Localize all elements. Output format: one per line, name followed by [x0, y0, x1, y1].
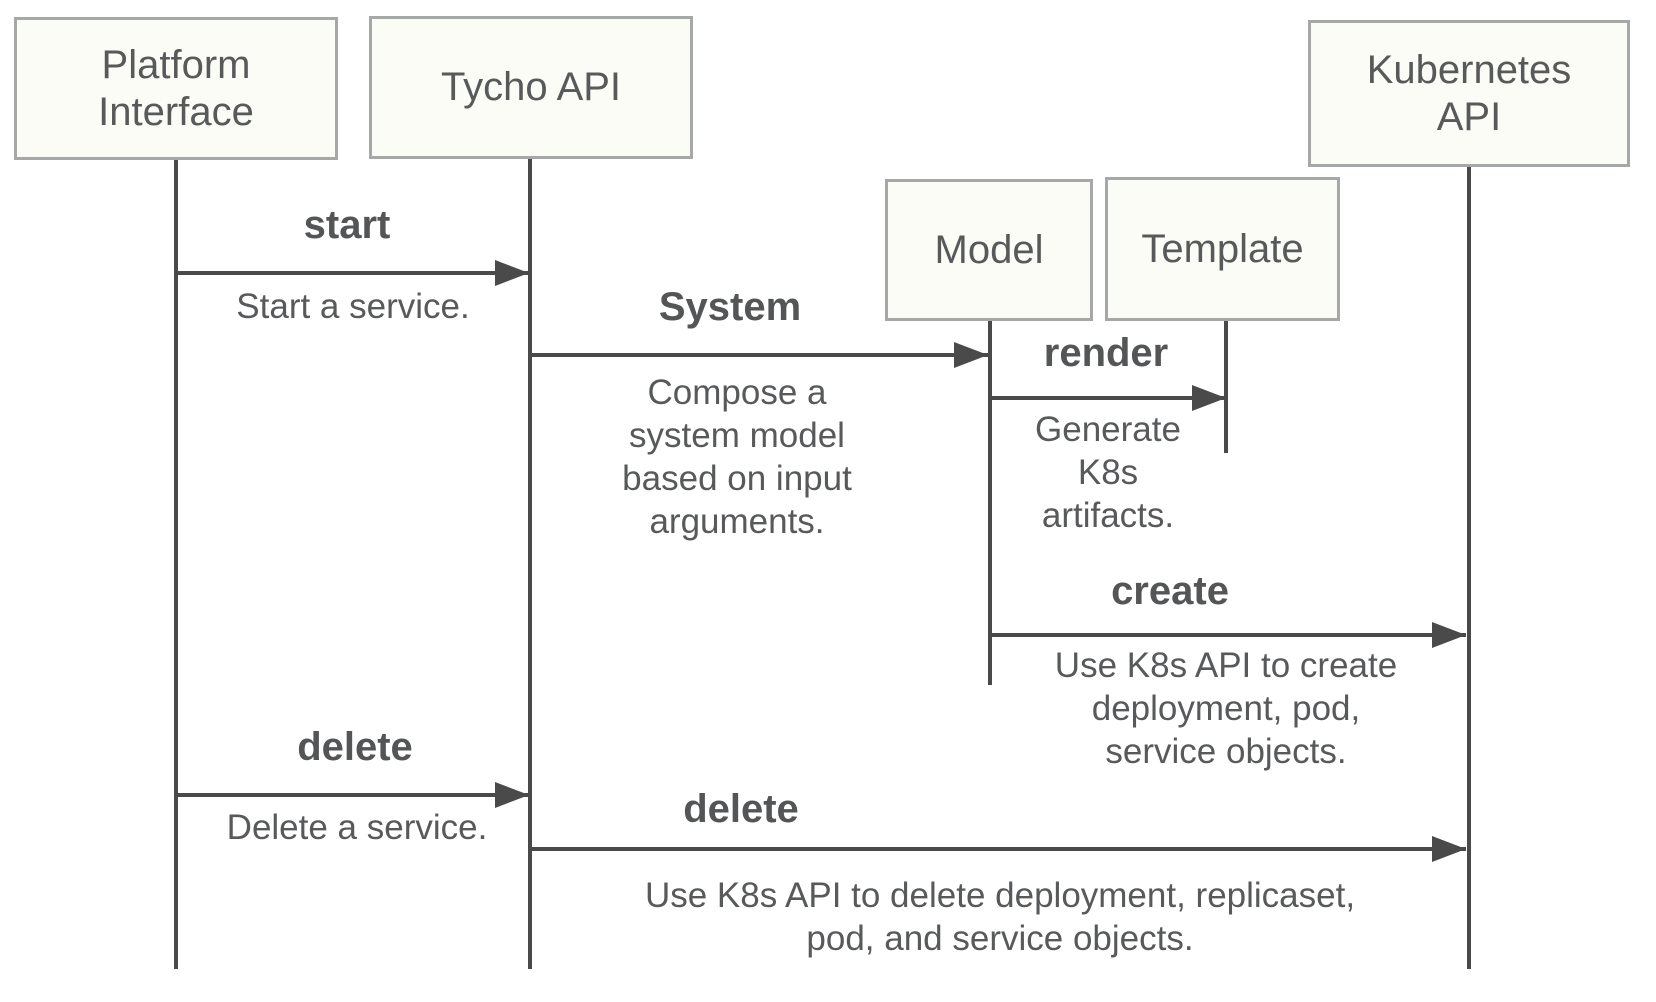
- arrowhead-icon: [954, 342, 988, 368]
- actor-kubernetes-api: Kubernetes API: [1308, 20, 1630, 167]
- actor-label-tycho-api: Tycho API: [440, 65, 622, 109]
- message-label-delete-service: delete: [297, 725, 413, 769]
- lifeline-tycho-api: [528, 159, 532, 969]
- actor-platform-interface: Platform Interface: [14, 17, 338, 160]
- arrowhead-icon: [1192, 385, 1226, 411]
- message-label-create: create: [1111, 569, 1229, 613]
- message-arrow-create: [990, 622, 1466, 648]
- lifeline-platform-interface: [174, 160, 178, 969]
- message-description-delete-service: Delete a service.: [226, 808, 488, 847]
- lifeline-kubernetes-api: [1467, 167, 1471, 969]
- message-label-system: System: [658, 285, 802, 329]
- message-label-delete-k8s: delete: [683, 787, 799, 831]
- actor-label-template: Template: [1141, 226, 1304, 271]
- actor-model: Model: [885, 179, 1093, 321]
- message-description-delete-k8s: Use K8s API to delete deployment, replic…: [644, 876, 1356, 958]
- actor-template: Template: [1105, 177, 1340, 321]
- lifeline-model: [988, 321, 992, 685]
- message-arrow-delete-k8s: [530, 836, 1466, 862]
- message-arrow-render: [990, 385, 1226, 411]
- message-arrow-system: [530, 342, 988, 368]
- message-label-start: start: [303, 203, 391, 247]
- actor-tycho-api: Tycho API: [369, 16, 693, 159]
- lifeline-template: [1224, 321, 1228, 453]
- message-description-render: Generate K8s artifacts.: [1035, 410, 1181, 535]
- actor-label-platform-interface: Platform Interface: [98, 42, 254, 134]
- message-description-create: Use K8s API to create deployment, pod, s…: [1054, 646, 1398, 771]
- message-arrow-delete-service: [176, 782, 529, 808]
- arrowhead-icon: [495, 782, 529, 808]
- arrowhead-icon: [1432, 622, 1466, 648]
- message-arrow-start: [176, 260, 529, 286]
- message-label-render: render: [1043, 331, 1169, 375]
- actor-label-kubernetes-api: Kubernetes API: [1366, 47, 1572, 139]
- arrowhead-icon: [1432, 836, 1466, 862]
- message-description-start: Start a service.: [236, 287, 470, 326]
- actor-label-model: Model: [934, 227, 1044, 272]
- arrowhead-icon: [495, 260, 529, 286]
- message-description-system: Compose a system model based on input ar…: [622, 373, 852, 541]
